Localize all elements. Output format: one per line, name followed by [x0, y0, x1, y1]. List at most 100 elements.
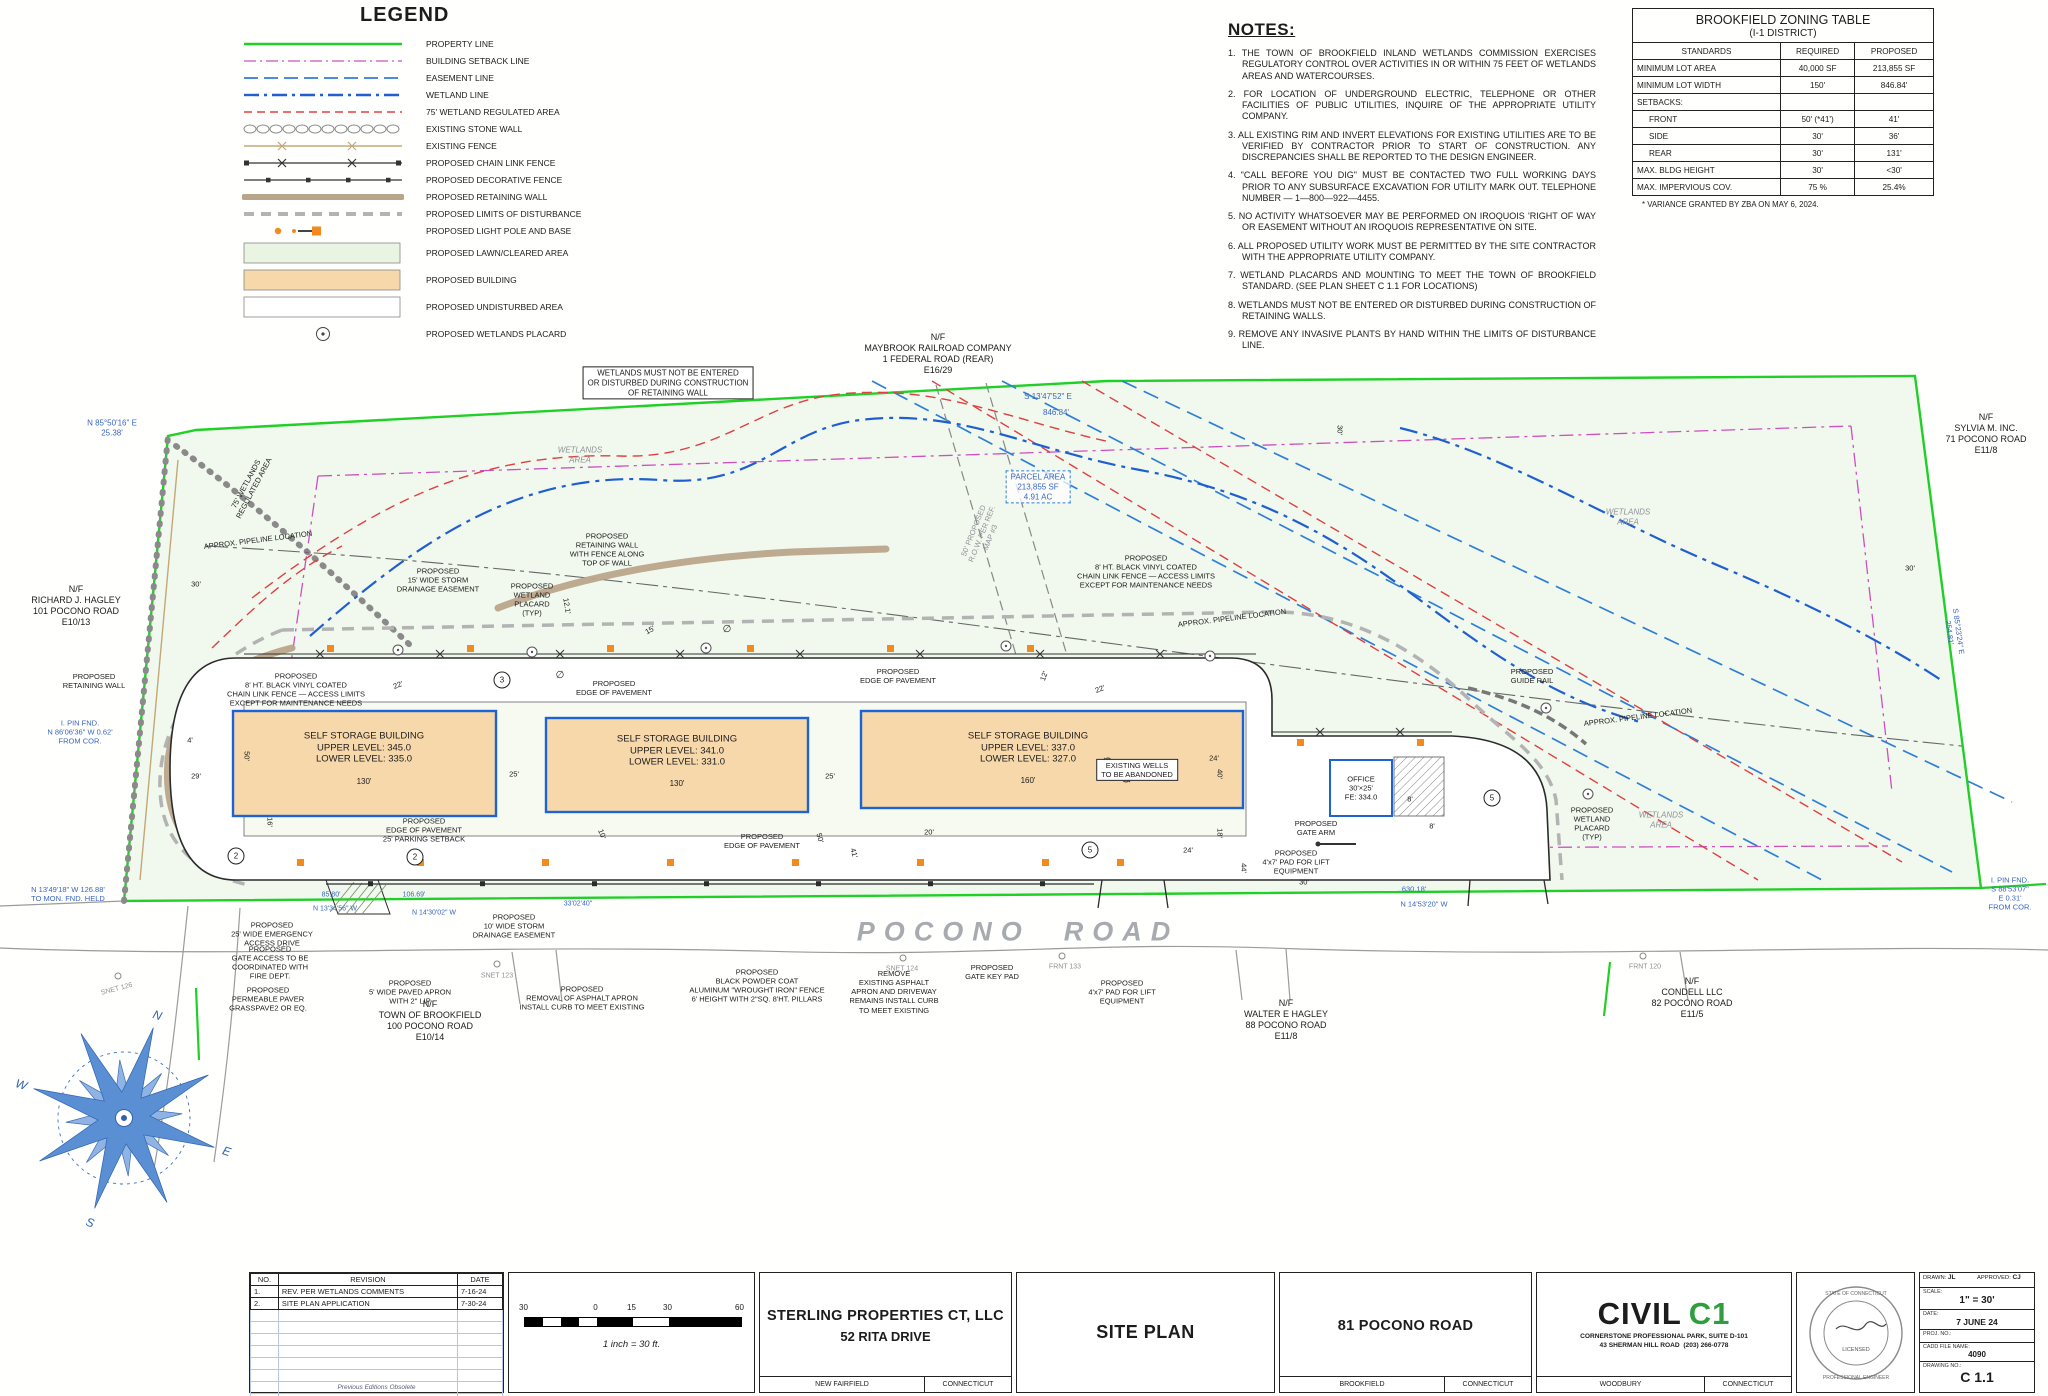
- revision-row-empty: [250, 1321, 504, 1334]
- revision-col-header: NO.: [250, 1273, 279, 1286]
- scale-value: 1" = 30': [1959, 1295, 1995, 1306]
- project-city: BROOKFIELD: [1280, 1377, 1445, 1392]
- drawn-label: DRAWN:: [1923, 1275, 1947, 1281]
- date-label: DATE:: [1923, 1311, 1939, 1317]
- date-value: 7 JUNE 24: [1956, 1317, 1998, 1327]
- chainlink-swatch: [242, 154, 410, 172]
- light-pole: [297, 645, 1424, 866]
- legend-label: EXISTING STONE WALL: [426, 123, 523, 134]
- legend-label: 75' WETLAND REGULATED AREA: [426, 106, 560, 117]
- legend-item: BUILDING SETBACK LINE: [242, 52, 672, 69]
- sheet-title: SITE PLAN: [1096, 1322, 1195, 1342]
- revision-cell: REV. PER WETLANDS COMMENTS: [277, 1285, 458, 1298]
- scale-tick: 30: [519, 1302, 528, 1312]
- wetland-swatch: [242, 86, 410, 104]
- note-item: 8. WETLANDS MUST NOT BE ENTERED OR DISTU…: [1228, 299, 1596, 321]
- legend-label: PROPOSED LIGHT POLE AND BASE: [426, 225, 572, 236]
- note-item: 4. "CALL BEFORE YOU DIG" MUST BE CONTACT…: [1228, 170, 1596, 203]
- zoning-cell-proposed: 131': [1854, 144, 1934, 162]
- easement-swatch: [242, 69, 410, 87]
- revision-row-empty: [250, 1345, 504, 1358]
- legend-label: EASEMENT LINE: [426, 72, 494, 83]
- scale-caption: 1 inch = 30 ft.: [602, 1338, 661, 1350]
- note-item: 6. ALL PROPOSED UTILITY WORK MUST BE PER…: [1228, 240, 1596, 262]
- wetland-placard-symbol: [392, 640, 1594, 800]
- legend-label: PROPOSED LIMITS OF DISTURBANCE: [426, 208, 582, 219]
- sheet-title-block: SITE PLAN: [1016, 1272, 1275, 1393]
- revision-cell: 1.: [250, 1285, 279, 1298]
- legend-label: PROPOSED BUILDING: [426, 274, 517, 285]
- legend-item: PROPOSED LIMITS OF DISTURBANCE: [242, 205, 672, 222]
- notes-title: NOTES:: [1228, 20, 1296, 39]
- zoning-cell-proposed: 36': [1854, 127, 1934, 145]
- drawn-value: JL: [1947, 1274, 1956, 1281]
- proj-label: PROJ. NO.:: [1923, 1331, 1952, 1337]
- wetland75-swatch: [242, 103, 410, 121]
- revision-row-empty: [250, 1393, 504, 1396]
- revision-col-header: DATE: [456, 1273, 504, 1286]
- zoning-cell-required: [1779, 93, 1856, 111]
- zoning-cell-standard: FRONT: [1632, 110, 1781, 128]
- guide-rail: [1467, 686, 1588, 746]
- road-edges: [0, 900, 2048, 1181]
- owner-name: STERLING PROPERTIES CT, LLC: [767, 1307, 1004, 1324]
- svg-text:S: S: [84, 1215, 96, 1231]
- decofence-swatch: [242, 171, 410, 189]
- legend-label: PROPOSED RETAINING WALL: [426, 191, 548, 202]
- zoning-cell-proposed: 41': [1854, 110, 1934, 128]
- easement-line: [871, 380, 2013, 881]
- legend-title: LEGEND: [360, 4, 450, 26]
- legend-item: PROPOSED RETAINING WALL: [242, 188, 672, 205]
- zoning-col-header: PROPOSED: [1854, 42, 1934, 60]
- zoning-cell-required: 30': [1779, 127, 1856, 145]
- exfence-swatch: [242, 137, 410, 155]
- owner-strip: NEW FAIRFIELD CONNECTICUT: [760, 1376, 1011, 1392]
- svg-text:N: N: [151, 1007, 164, 1023]
- legend-label: EXISTING FENCE: [426, 140, 497, 151]
- chain-link-fence: [244, 649, 1452, 737]
- revision-row-empty: [250, 1381, 504, 1394]
- info-proj: PROJ. NO.:: [1920, 1330, 2034, 1343]
- owner-state: CONNECTICUT: [942, 1381, 994, 1388]
- info-scale: SCALE: 1" = 30': [1920, 1288, 2034, 1310]
- gate-arm-symbol: [1315, 841, 1356, 847]
- zoning-cell-proposed: 846.84': [1854, 76, 1934, 94]
- zoning-cell-required: 50' (*41'): [1779, 110, 1856, 128]
- owner-address: 52 RITA DRIVE: [840, 1328, 931, 1344]
- revision-row-empty: [250, 1369, 504, 1382]
- cadd-value: 4090: [1968, 1350, 1986, 1359]
- zoning-cell-standard: SETBACKS:: [1632, 93, 1781, 111]
- stamp-arc-bottom: PROFESSIONAL ENGINEER: [1822, 1375, 1889, 1381]
- info-block: DRAWN: JL APPROVED: CJ SCALE: 1" = 30' D…: [1919, 1272, 2035, 1393]
- stamp-center: LICENSED: [1842, 1347, 1870, 1353]
- office-building: [1329, 759, 1393, 817]
- zoning-cell-required: 30': [1779, 161, 1856, 179]
- zoning-cell-proposed: 213,855 SF: [1854, 59, 1934, 77]
- zoning-cell-standard: MAX. BLDG HEIGHT: [1632, 161, 1781, 179]
- svg-text:E: E: [221, 1143, 234, 1159]
- hatch-area: [1393, 756, 1445, 817]
- scale-tick: 0: [593, 1302, 598, 1312]
- revision-row-empty: [250, 1309, 504, 1322]
- zoning-row: SETBACKS:: [1632, 93, 1934, 111]
- legend-label: PROPOSED LAWN/CLEARED AREA: [426, 247, 569, 258]
- notes-list: 1. THE TOWN OF BROOKFIELD INLAND WETLAND…: [1228, 48, 1596, 352]
- firm-logo-mark: C1: [1688, 1296, 1731, 1332]
- legend-label: PROPOSED UNDISTURBED AREA: [426, 301, 563, 312]
- legend-item: PROPOSED DECORATIVE FENCE: [242, 171, 672, 188]
- zoning-cell-required: 150': [1779, 76, 1856, 94]
- approved-value: CJ: [2012, 1274, 2021, 1281]
